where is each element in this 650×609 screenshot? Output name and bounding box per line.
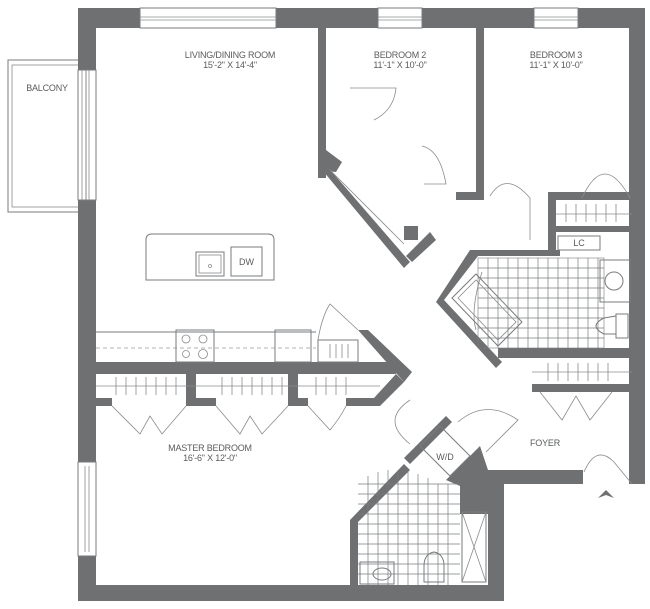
bath-2 bbox=[451, 235, 631, 349]
room-name: BEDROOM 2 bbox=[373, 50, 427, 60]
kitchen bbox=[96, 233, 359, 363]
room-name: BEDROOM 3 bbox=[529, 50, 583, 60]
entry-arrow-icon bbox=[598, 490, 614, 498]
room-name: LIVING/DINING ROOM bbox=[184, 50, 276, 60]
room-dimensions: 15'-2" X 14'-4" bbox=[203, 60, 257, 70]
dishwasher-label: DW bbox=[239, 257, 254, 267]
room-name: FOYER bbox=[529, 438, 560, 448]
master-bath bbox=[358, 425, 487, 585]
room-label-master-bedroom: MASTER BEDROOM 16'-6" X 12'-0" bbox=[140, 443, 280, 463]
linen-closet-label: LC bbox=[573, 238, 585, 248]
windows bbox=[77, 7, 579, 557]
room-label-balcony: BALCONY bbox=[12, 83, 82, 93]
room-dimensions: 11'-1" X 10'-0" bbox=[373, 60, 427, 70]
closet-hangers bbox=[115, 204, 617, 395]
room-label-foyer: FOYER bbox=[520, 438, 570, 448]
room-name: MASTER BEDROOM bbox=[168, 443, 252, 453]
room-dimensions: 11'-1" X 10'-0" bbox=[529, 60, 583, 70]
interior-walls bbox=[96, 28, 632, 585]
room-name: BALCONY bbox=[26, 83, 68, 93]
room-dimensions: 16'-6" X 12'-0" bbox=[183, 453, 237, 463]
washer-dryer-label: W/D bbox=[436, 452, 454, 462]
exterior-walls bbox=[78, 8, 645, 601]
room-label-bedroom-2: BEDROOM 2 11'-1" X 10'-0" bbox=[330, 50, 470, 70]
room-label-bedroom-3: BEDROOM 3 11'-1" X 10'-0" bbox=[486, 50, 626, 70]
doors bbox=[111, 87, 633, 485]
closet-rods bbox=[96, 169, 632, 387]
room-label-living: LIVING/DINING ROOM 15'-2" X 14'-4" bbox=[150, 50, 310, 70]
